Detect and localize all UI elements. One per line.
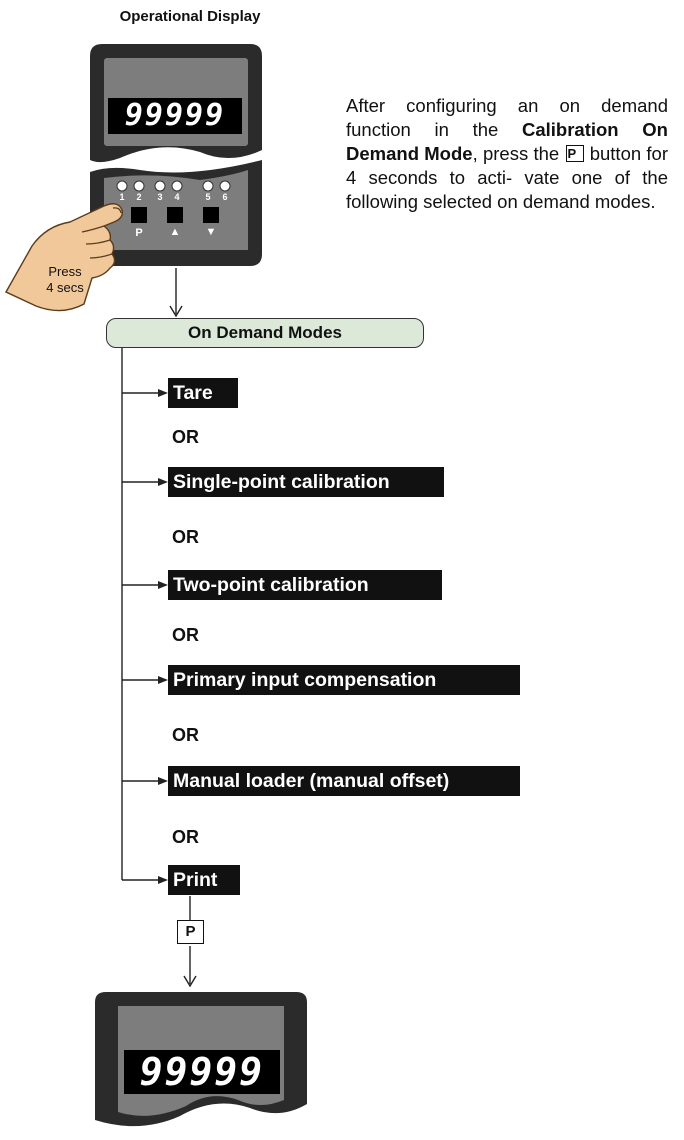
mode-print: Print [168, 865, 240, 895]
up-key-label: ▲ [169, 226, 181, 238]
led-4 [171, 180, 183, 192]
led-2 [133, 180, 145, 192]
or-label-2: OR [172, 527, 199, 547]
led-label-4: 4 [174, 192, 180, 202]
led-label-2: 2 [136, 192, 142, 202]
led-row [116, 180, 231, 192]
diagram-title: Operational Display [119, 8, 261, 25]
modes-header: On Demand Modes [106, 318, 424, 348]
or-label-5: OR [172, 827, 199, 847]
p-key-label: P [135, 227, 143, 239]
p-key[interactable] [131, 207, 147, 223]
top-lcd-reading: 99999 [124, 98, 226, 133]
led-label-1: 1 [119, 192, 125, 202]
mode-tare: Tare [168, 378, 238, 408]
bottom-lcd-reading: 99999 [139, 1050, 265, 1094]
press-label: Press 4 secs [30, 264, 100, 296]
up-key[interactable] [167, 207, 183, 223]
bottom-lcd [124, 1050, 280, 1094]
flow-lines [121, 268, 197, 988]
final-p-key-icon: P [177, 920, 204, 944]
pressing-hand-icon [5, 203, 124, 312]
mode-single-point-calibration: Single-point calibration [168, 467, 444, 497]
instruction-part2: , press the [472, 143, 565, 164]
bottom-meter [95, 992, 307, 1127]
instruction-paragraph: After configuring an on demand function … [346, 94, 668, 214]
led-3 [154, 180, 166, 192]
led-label-3: 3 [157, 192, 163, 202]
mode-two-point-calibration: Two-point calibration [168, 570, 442, 600]
led-6 [219, 180, 231, 192]
led-5 [202, 180, 214, 192]
instruction-bold: Calibration On Demand Mode [346, 119, 668, 164]
press-label-line2: 4 secs [46, 280, 84, 295]
p-key-icon: P [566, 145, 585, 162]
down-key-label: ▼ [205, 226, 217, 238]
led-label-5: 5 [205, 192, 211, 202]
led-label-6: 6 [222, 192, 228, 202]
down-key[interactable] [203, 207, 219, 223]
top-lcd [108, 98, 242, 134]
press-label-line1: Press [48, 264, 82, 279]
instruction-part3: button for 4 seconds to acti- vate one o… [346, 143, 669, 212]
flow-arrowheads [158, 389, 168, 884]
mode-manual-loader: Manual loader (manual offset) [168, 766, 520, 796]
or-label-1: OR [172, 427, 199, 447]
or-label-3: OR [172, 625, 199, 645]
mode-primary-input-compensation: Primary input compensation [168, 665, 520, 695]
led-1 [116, 180, 128, 192]
instruction-part1: After configuring an on demand function … [346, 95, 668, 140]
or-label-4: OR [172, 725, 199, 745]
